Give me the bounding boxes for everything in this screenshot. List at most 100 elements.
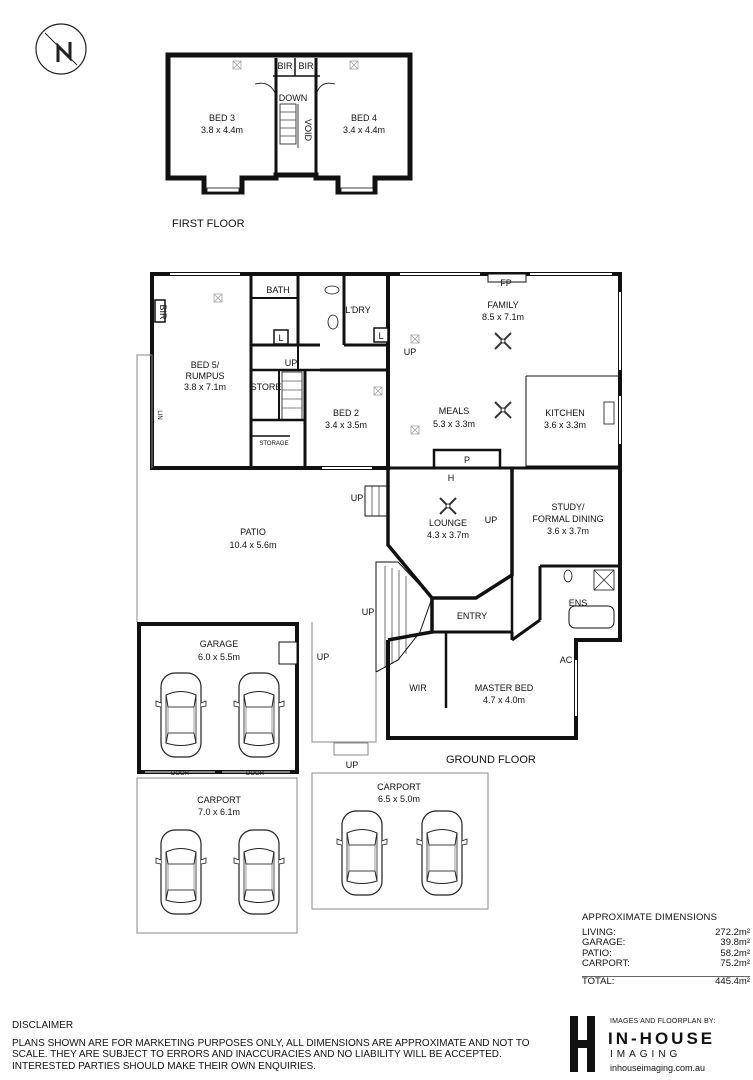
ac-label: AC xyxy=(560,655,573,665)
dimension-row: LIVING: 272.2m² xyxy=(582,926,750,939)
bir-label-2: BIR xyxy=(298,61,314,71)
dimension-total-row: TOTAL: 445.4m² xyxy=(582,975,750,988)
master-dim: 4.7 x 4.0m xyxy=(483,695,525,705)
bir-label-3: BIR xyxy=(158,304,168,320)
dimension-label: LIVING: xyxy=(582,926,616,938)
kitchen-dim: 3.6 x 3.3m xyxy=(544,420,586,430)
ceiling-fan-icon xyxy=(494,401,512,419)
carport1-name: CARPORT xyxy=(197,795,241,805)
kitchen-name: KITCHEN xyxy=(545,408,585,418)
disclaimer-title: DISCLAIMER xyxy=(12,1020,74,1031)
car-icon xyxy=(336,810,388,896)
lounge-dim: 4.3 x 3.7m xyxy=(427,530,469,540)
patio-name: PATIO xyxy=(240,527,266,537)
master-name: MASTER BED xyxy=(475,683,534,693)
entry-label: ENTRY xyxy=(457,611,487,621)
up-label-front: UP xyxy=(346,760,359,770)
study-name-1: STUDY/ xyxy=(551,502,585,512)
carport2-name: CARPORT xyxy=(377,782,421,792)
door-label-2: DOOR xyxy=(246,771,265,777)
logo-mark-icon xyxy=(570,1016,595,1072)
bed5-dim: 3.8 x 7.1m xyxy=(184,382,226,392)
north-arrow-icon xyxy=(35,23,87,75)
up-label-study: UP xyxy=(485,515,498,525)
bed4-name: BED 4 xyxy=(351,113,377,123)
ground-floor-walls xyxy=(150,272,622,740)
dimension-label: PATIO: xyxy=(582,947,612,959)
family-dim: 8.5 x 7.1m xyxy=(482,312,524,322)
ceiling-fan-icon xyxy=(494,332,512,350)
void-label: VOID xyxy=(303,119,313,142)
company-logo: IMAGES AND FLOORPLAN BY: IN-HOUSE IMAGIN… xyxy=(566,1014,748,1076)
bath-label: BATH xyxy=(266,285,289,295)
family-name: FAMILY xyxy=(487,300,518,310)
disclaimer: DISCLAIMER PLANS SHOWN ARE FOR MARKETING… xyxy=(12,1020,532,1072)
storage-label: STORAGE xyxy=(259,441,288,447)
bed2-name: BED 2 xyxy=(333,408,359,418)
lin-label: LIN xyxy=(156,410,162,419)
car-icon xyxy=(233,829,285,915)
dimension-row: GARAGE: 39.8m² xyxy=(582,937,750,949)
bed3-name: BED 3 xyxy=(209,113,235,123)
study-name-2: FORMAL DINING xyxy=(532,514,603,524)
dimension-value: 75.2m² xyxy=(720,958,750,969)
dimension-value: 272.2m² xyxy=(715,926,750,938)
ens-label: ENS xyxy=(569,598,588,608)
outdoor-areas xyxy=(136,354,489,934)
up-label-entry: UP xyxy=(362,607,375,617)
garage-outline xyxy=(137,622,299,774)
meals-dim: 5.3 x 3.3m xyxy=(433,419,475,429)
approximate-dimensions: APPROXIMATE DIMENSIONS LIVING: 272.2m² G… xyxy=(582,912,750,988)
down-label: DOWN xyxy=(279,93,308,103)
up-label-patio: UP xyxy=(351,493,364,503)
car-icon xyxy=(155,829,207,915)
study-dim: 3.6 x 3.7m xyxy=(547,526,589,536)
bed5-name-2: RUMPUS xyxy=(185,371,224,381)
meals-name: MEALS xyxy=(439,406,470,416)
car-icon xyxy=(416,810,468,896)
up-label-garage: UP xyxy=(317,652,330,662)
pantry-label: P xyxy=(464,455,470,465)
lounge-name: LOUNGE xyxy=(429,518,467,528)
logo-tagline: IMAGES AND FLOORPLAN BY: xyxy=(610,1018,716,1025)
first-floor-plan xyxy=(165,52,413,195)
dimensions-heading: APPROXIMATE DIMENSIONS xyxy=(582,912,718,923)
bed5-name-1: BED 5/ xyxy=(191,360,220,370)
car-icon xyxy=(233,672,285,758)
bed3-dim: 3.8 x 4.4m xyxy=(201,125,243,135)
total-label: TOTAL: xyxy=(582,975,615,987)
dimension-value: 58.2m² xyxy=(720,947,750,959)
up-label-family: UP xyxy=(404,347,417,357)
fp-label: FP xyxy=(500,278,512,288)
ground-floor-title: GROUND FLOOR xyxy=(446,754,536,766)
patio-dim: 10.4 x 5.6m xyxy=(229,540,276,550)
carport2-dim: 6.5 x 5.0m xyxy=(378,794,420,804)
disclaimer-text: PLANS SHOWN ARE FOR MARKETING PURPOSES O… xyxy=(12,1037,530,1072)
bed2-dim: 3.4 x 3.5m xyxy=(325,420,367,430)
ceiling-fan-icon xyxy=(439,497,457,515)
garage-dim: 6.0 x 5.5m xyxy=(198,652,240,662)
car-icon xyxy=(155,672,207,758)
dimension-row: CARPORT: 75.2m² xyxy=(582,958,750,970)
total-value: 445.4m² xyxy=(715,975,750,987)
dimension-value: 39.8m² xyxy=(720,937,750,948)
wir-label: WIR xyxy=(409,683,427,693)
dimension-row: PATIO: 58.2m² xyxy=(582,947,750,960)
dimension-label: CARPORT: xyxy=(582,958,630,969)
store-label: STORE xyxy=(251,382,282,392)
first-floor-title: FIRST FLOOR xyxy=(172,218,245,230)
linen-l-label-2: L xyxy=(378,331,383,341)
garage-name: GARAGE xyxy=(200,639,239,649)
logo-url[interactable]: inhouseimaging.com.au xyxy=(610,1063,706,1073)
bir-label: BIR xyxy=(277,61,293,71)
up-label-stairs: UP xyxy=(285,358,298,368)
logo-sub: IMAGING xyxy=(610,1049,682,1060)
carport1-dim: 7.0 x 6.1m xyxy=(198,807,240,817)
linen-l-label: L xyxy=(278,333,283,343)
dimension-label: GARAGE: xyxy=(582,937,626,948)
door-label: DOOR xyxy=(171,771,190,777)
logo-brand: IN-HOUSE xyxy=(608,1029,716,1048)
h-label: H xyxy=(448,473,455,483)
ldry-label: L'DRY xyxy=(345,305,371,315)
